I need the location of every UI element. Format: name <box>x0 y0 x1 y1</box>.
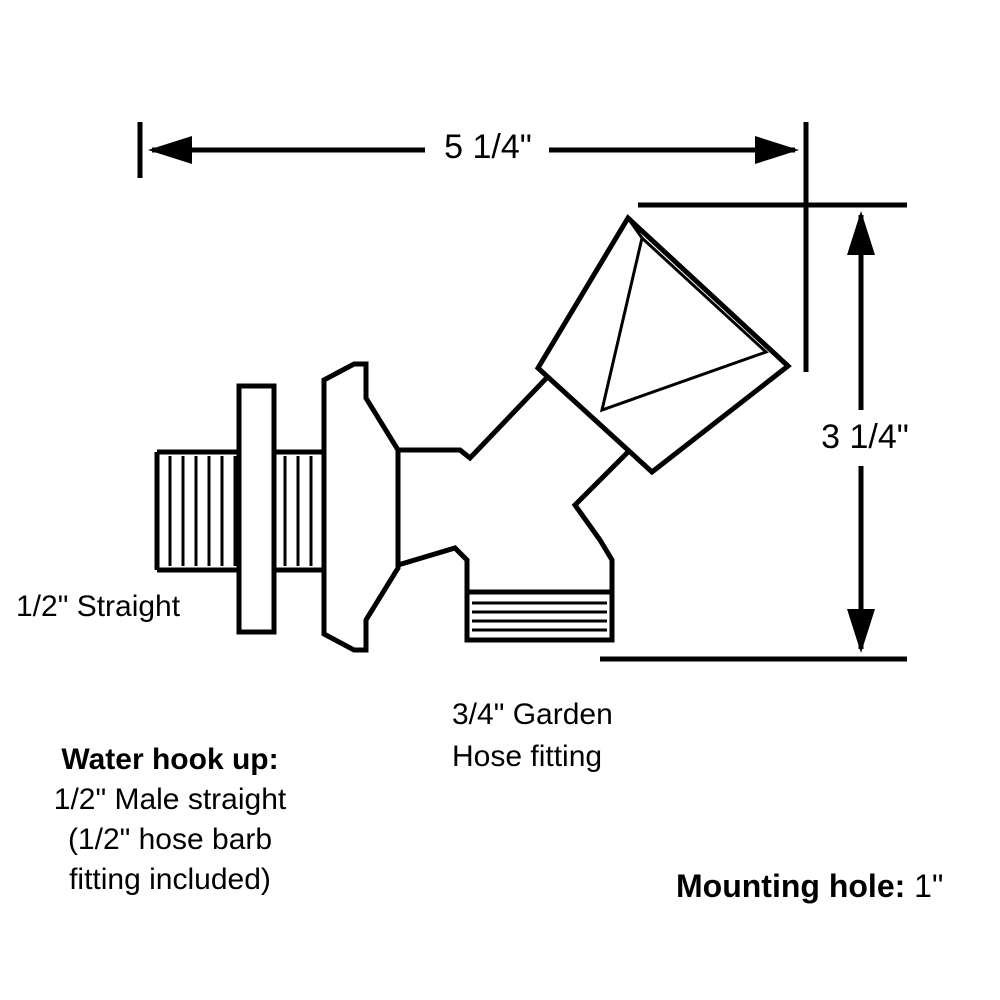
handle-facet-lines <box>599 235 769 413</box>
valve-body <box>395 362 644 595</box>
mounting-hole-value: 1" <box>905 868 944 904</box>
arrowhead-up <box>847 211 875 255</box>
width-dimension-label: 5 1/4" <box>427 128 549 167</box>
inlet-label: 1/2" Straight <box>16 590 181 623</box>
outlet-label-line2: Hose fitting <box>452 740 603 773</box>
garden-hose-fitting <box>464 589 615 643</box>
height-dimension-label: 3 1/4" <box>806 418 924 457</box>
water-hookup-note: Water hook up: 1/2" Male straight (1/2" … <box>10 740 330 900</box>
arrowhead-right <box>755 136 799 164</box>
thread-hatching <box>168 456 313 566</box>
arrowhead-left <box>148 136 192 164</box>
mounting-hole-label: Mounting hole: <box>676 868 906 904</box>
faucet-handle <box>534 214 792 476</box>
outlet-label-line1: 3/4" Garden <box>452 698 613 731</box>
faucet-inlet-threads <box>154 449 324 573</box>
mounting-hole-note: Mounting hole: 1" <box>676 868 943 905</box>
arrowhead-down <box>847 609 875 653</box>
water-hookup-line3: fitting included) <box>69 863 271 896</box>
water-hookup-line1: 1/2" Male straight <box>53 783 287 816</box>
width-dimension <box>137 122 809 372</box>
mounting-flange <box>321 361 401 653</box>
locknut-washer <box>236 383 277 635</box>
water-hookup-line2: (1/2" hose barb <box>67 823 273 856</box>
water-hookup-title: Water hook up: <box>61 743 279 776</box>
